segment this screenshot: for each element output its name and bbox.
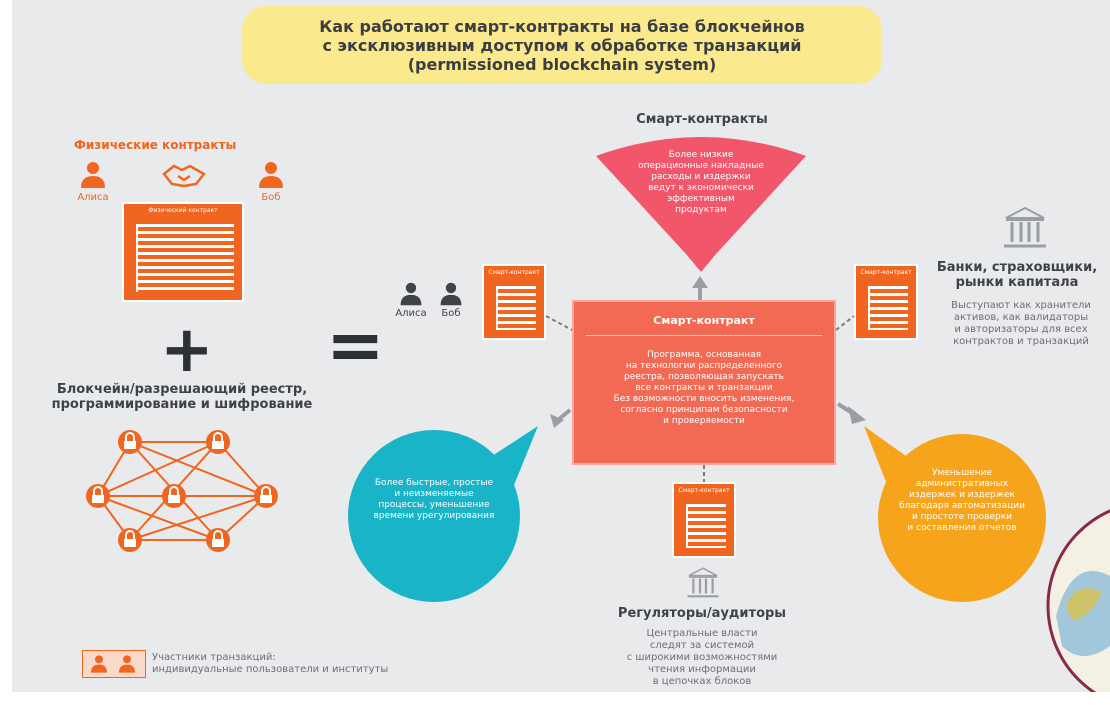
connectors — [545, 276, 866, 482]
regulators-heading: Регуляторы/аудиторы — [617, 606, 787, 621]
orange-speech-bubble — [864, 426, 1046, 602]
lock-icon — [206, 528, 230, 552]
mini-contract-label: Смарт-контракт — [488, 269, 540, 276]
physical-contract-label: Физический контракт — [148, 207, 218, 214]
smart-contracts-heading: Смарт-контракты — [636, 112, 768, 127]
equals-sign: = — [326, 304, 385, 386]
blockchain-caption-line1: Блокчейн/разрешающий реестр, — [56, 382, 308, 397]
diagram-canvas: Как работают смарт-контракты на базе бло… — [12, 0, 1110, 692]
bob-label: Боб — [261, 192, 281, 203]
lock-icon — [118, 430, 142, 454]
arrow-icon — [550, 408, 572, 428]
mini-contract-right: Смарт-контракт — [854, 264, 918, 340]
person-icon — [91, 655, 107, 673]
lock-icon — [254, 484, 278, 508]
blockchain-network — [86, 430, 278, 552]
legend-line2: индивидуальные пользователи и институты — [152, 664, 389, 675]
smart-contract-title: Смарт-контракт — [653, 314, 755, 327]
mini-contract-label: Смарт-контракт — [678, 487, 730, 494]
smart-contract-description: Программа, основанная на технологии расп… — [613, 350, 795, 426]
arrow-icon — [836, 402, 866, 424]
alice-label: Алиса — [77, 192, 109, 203]
participant-alice-label: Алиса — [395, 308, 427, 319]
teal-bubble-text: Более быстрые, простые и неизменяемые пр… — [373, 478, 495, 521]
document-lines — [686, 504, 726, 548]
person-icon — [440, 282, 462, 306]
physical-contract-document: Физический контракт — [122, 202, 244, 302]
banks-heading: Банки, страховщики, рынки капитала — [924, 260, 1110, 290]
lock-icon — [162, 484, 186, 508]
physical-contracts-heading: Физические контракты — [74, 138, 237, 152]
document-lines — [136, 224, 234, 292]
lock-icon — [118, 528, 142, 552]
mini-contract-left: Смарт-контракт — [482, 264, 546, 340]
arrow-icon — [692, 276, 708, 300]
building-icon — [687, 567, 719, 598]
building-icon — [1004, 206, 1046, 248]
lock-nodes — [86, 430, 278, 552]
mini-contract-label: Смарт-контракт — [860, 269, 912, 276]
smart-contracts-fan-text: Более низкие операционные накладные расх… — [638, 150, 764, 215]
blockchain-caption-line2: программирование и шифрование — [51, 397, 313, 412]
decorative-seal — [1046, 509, 1110, 692]
handshake-icon — [162, 164, 206, 188]
lock-icon — [206, 430, 230, 454]
legend-text: Участники транзакций: индивидуальные пол… — [152, 652, 388, 676]
smart-contracts-fan — [596, 137, 806, 272]
participant-bob-label: Боб — [441, 308, 461, 319]
person-icon — [400, 282, 422, 306]
blockchain-caption: Блокчейн/разрешающий реестр, программиро… — [32, 382, 332, 412]
person-icon — [259, 162, 283, 188]
banks-description: Выступают как хранители активов, как вал… — [951, 300, 1091, 347]
legend-line1: Участники транзакций: — [152, 652, 276, 663]
banks-heading-line1: Банки, страховщики, — [936, 260, 1098, 275]
smart-contract-box: Смарт-контракт Программа, основанная на … — [572, 300, 836, 465]
document-lines — [868, 286, 908, 330]
banks-heading-line2: рынки капитала — [955, 275, 1079, 290]
document-lines — [496, 286, 536, 330]
mini-contract-bottom: Смарт-контракт — [672, 482, 736, 558]
regulators-description: Центральные власти следят за системой с … — [626, 628, 778, 687]
page-title: Как работают смарт-контракты на базе бло… — [242, 6, 882, 84]
teal-speech-bubble — [348, 426, 538, 602]
lock-icon — [86, 484, 110, 508]
person-icon — [119, 655, 135, 673]
person-icon — [81, 162, 105, 188]
plus-sign: + — [160, 313, 214, 387]
orange-bubble-text: Уменьшение административных издержек и и… — [899, 468, 1025, 533]
smart-contract-divider — [586, 335, 822, 336]
legend-participants-icon — [82, 650, 146, 678]
